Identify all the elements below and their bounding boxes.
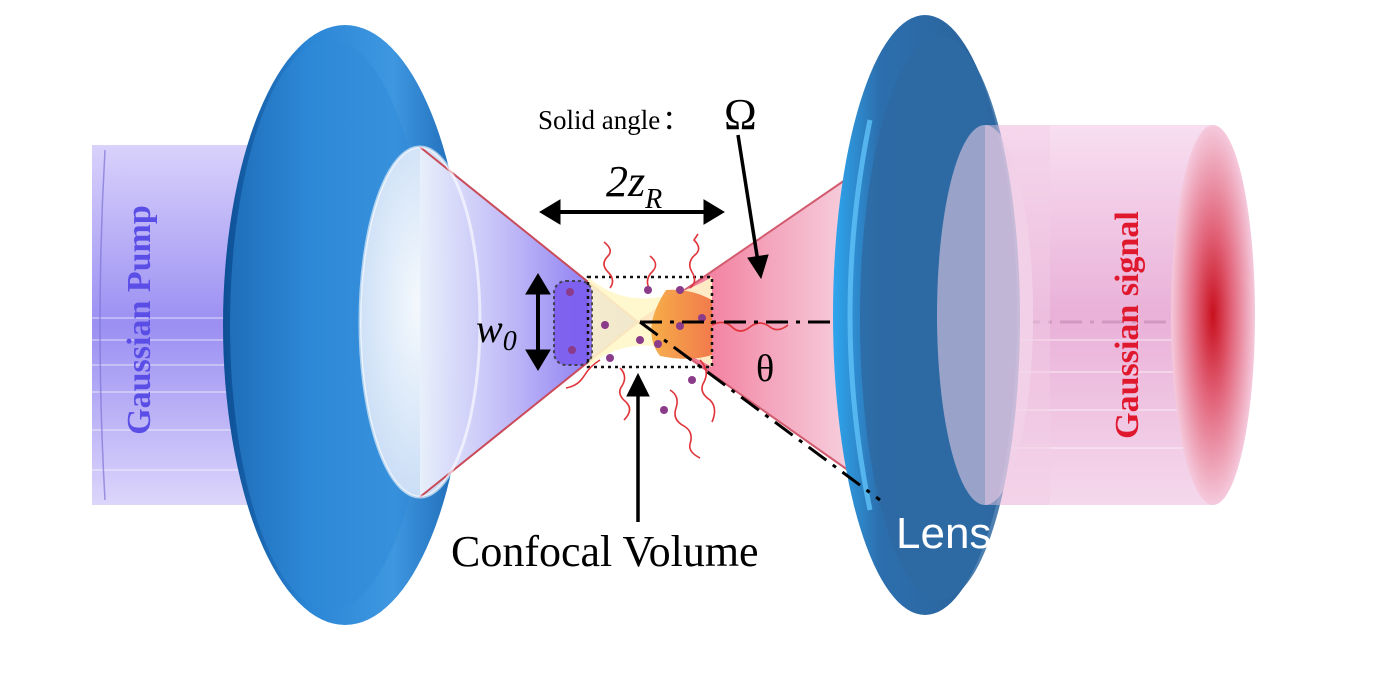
theta-label: θ xyxy=(756,348,774,390)
signal-beam-end-face xyxy=(1171,125,1255,505)
gaussian-signal-label: Gaussian signal xyxy=(1109,211,1146,439)
lens-label: Lens xyxy=(896,509,991,558)
solid-angle-text: Solid angle xyxy=(538,105,660,135)
rayleigh-main: 2z xyxy=(606,157,645,206)
theta-edge-line xyxy=(639,320,881,502)
confocal-volume-region xyxy=(553,275,714,369)
gaussian-pump-label: Gaussian Pump xyxy=(121,205,158,435)
waist-sub: 0 xyxy=(503,326,517,357)
right-lens xyxy=(833,15,1050,615)
solid-angle-colon: : xyxy=(664,97,674,137)
waist-main: w xyxy=(476,306,503,351)
beam-waist-label: w0 xyxy=(476,306,517,357)
rayleigh-length-label: 2zR xyxy=(606,157,662,215)
confocal-volume-label: Confocal Volume xyxy=(451,527,759,576)
omega-symbol: Ω xyxy=(724,90,757,139)
annotation-arrows xyxy=(525,134,769,522)
svg-text:Solid angle:: Solid angle: xyxy=(538,97,674,137)
rayleigh-sub: R xyxy=(644,184,662,215)
solid-angle-label: Solid angle: Ω xyxy=(538,90,757,139)
emission-rays xyxy=(565,233,789,459)
particles xyxy=(566,286,706,414)
